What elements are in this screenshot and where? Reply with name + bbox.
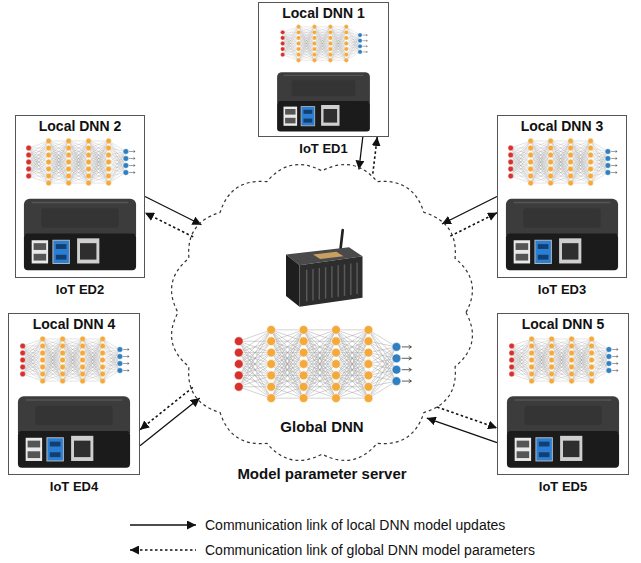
server-cloud: Global DNNModel parameter server [172, 165, 472, 460]
server-illustrations [234, 230, 411, 402]
node-caption: IoT ED2 [56, 282, 104, 298]
parameter-link [450, 213, 497, 236]
parameter-link [373, 137, 377, 174]
legend-label: Communication link of global DNN model p… [205, 541, 535, 559]
local-dnn-icon [26, 138, 135, 186]
cloud-outline [172, 165, 472, 460]
global-dnn-icon [234, 325, 411, 402]
legend-label: Communication link of local DNN model up… [205, 516, 505, 534]
legend-sample [128, 515, 200, 535]
server-icon [286, 230, 363, 307]
update-link [427, 418, 497, 443]
device-box: Local DNN 5IoT ED5 [497, 313, 629, 475]
device-box: Local DNN 1IoT ED1 [258, 2, 389, 137]
local-dnn-icon [508, 138, 617, 186]
device-box: Local DNN 4IoT ED4 [8, 313, 140, 475]
legend-line [130, 524, 196, 525]
parameter-link [140, 387, 193, 429]
node-caption: IoT ED4 [50, 479, 98, 495]
node-heading: Local DNN 1 [282, 5, 364, 22]
node-caption: Model parameter server [237, 465, 406, 483]
device-case-icon [277, 72, 370, 131]
node-caption: IoT ED5 [539, 479, 587, 495]
local-dnn-icon [281, 25, 368, 63]
node-caption: IoT ED1 [299, 141, 347, 157]
update-link [145, 197, 201, 225]
node-heading: Global DNN [280, 418, 363, 436]
update-link [359, 137, 363, 170]
cloud-border [172, 165, 473, 461]
device-case-icon [506, 199, 618, 271]
update-link [442, 197, 497, 225]
device-box: Local DNN 3IoT ED3 [497, 115, 627, 278]
node-heading: Local DNN 2 [39, 118, 121, 135]
parameter-link [145, 213, 193, 237]
device-case-icon [18, 396, 130, 468]
legend-sample [128, 540, 200, 560]
legend-line [130, 549, 196, 551]
device-box: Local DNN 2IoT ED2 [15, 115, 145, 278]
local-dnn-icon [20, 336, 129, 384]
local-dnn-icon [509, 336, 618, 384]
node-heading: Local DNN 5 [522, 316, 604, 333]
node-heading: Local DNN 4 [33, 316, 115, 333]
device-case-icon [24, 199, 136, 271]
parameter-link [437, 407, 497, 428]
node-caption: IoT ED3 [538, 282, 586, 298]
node-heading: Local DNN 3 [521, 118, 603, 135]
device-case-icon [507, 396, 619, 468]
device-illustrations [18, 25, 619, 468]
connectors [140, 137, 497, 446]
